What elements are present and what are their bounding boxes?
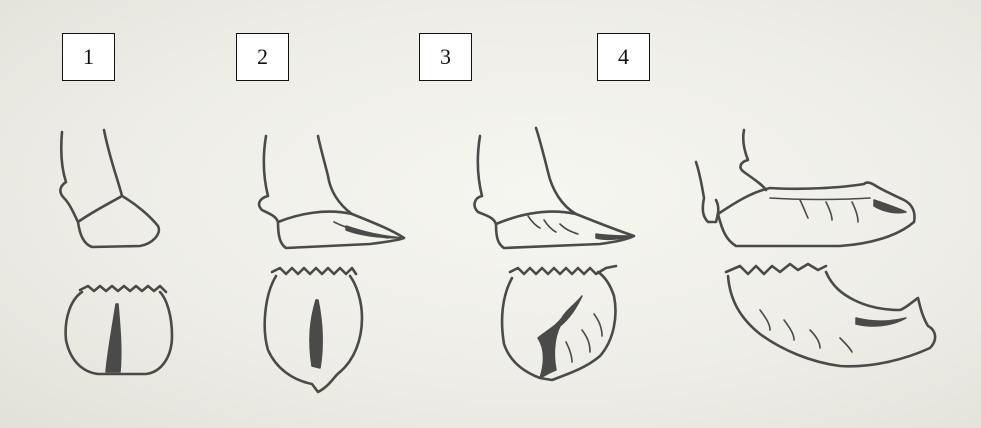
hoof-1-side-view [60,130,159,247]
figure-label-4: 4 [597,33,650,81]
hoof-1-front-view [66,286,172,374]
figure-label-2: 2 [236,33,289,81]
figure-label-3: 3 [419,33,472,81]
hoof-4-side-view [696,130,915,246]
hoof-2-side-view [259,136,404,248]
hoof-4-front-view [726,264,935,366]
hoof-3-side-view [475,128,634,248]
figure-label-1: 1 [62,33,115,81]
hoof-3-front-view [502,266,616,380]
hoof-2-front-view [265,268,362,392]
